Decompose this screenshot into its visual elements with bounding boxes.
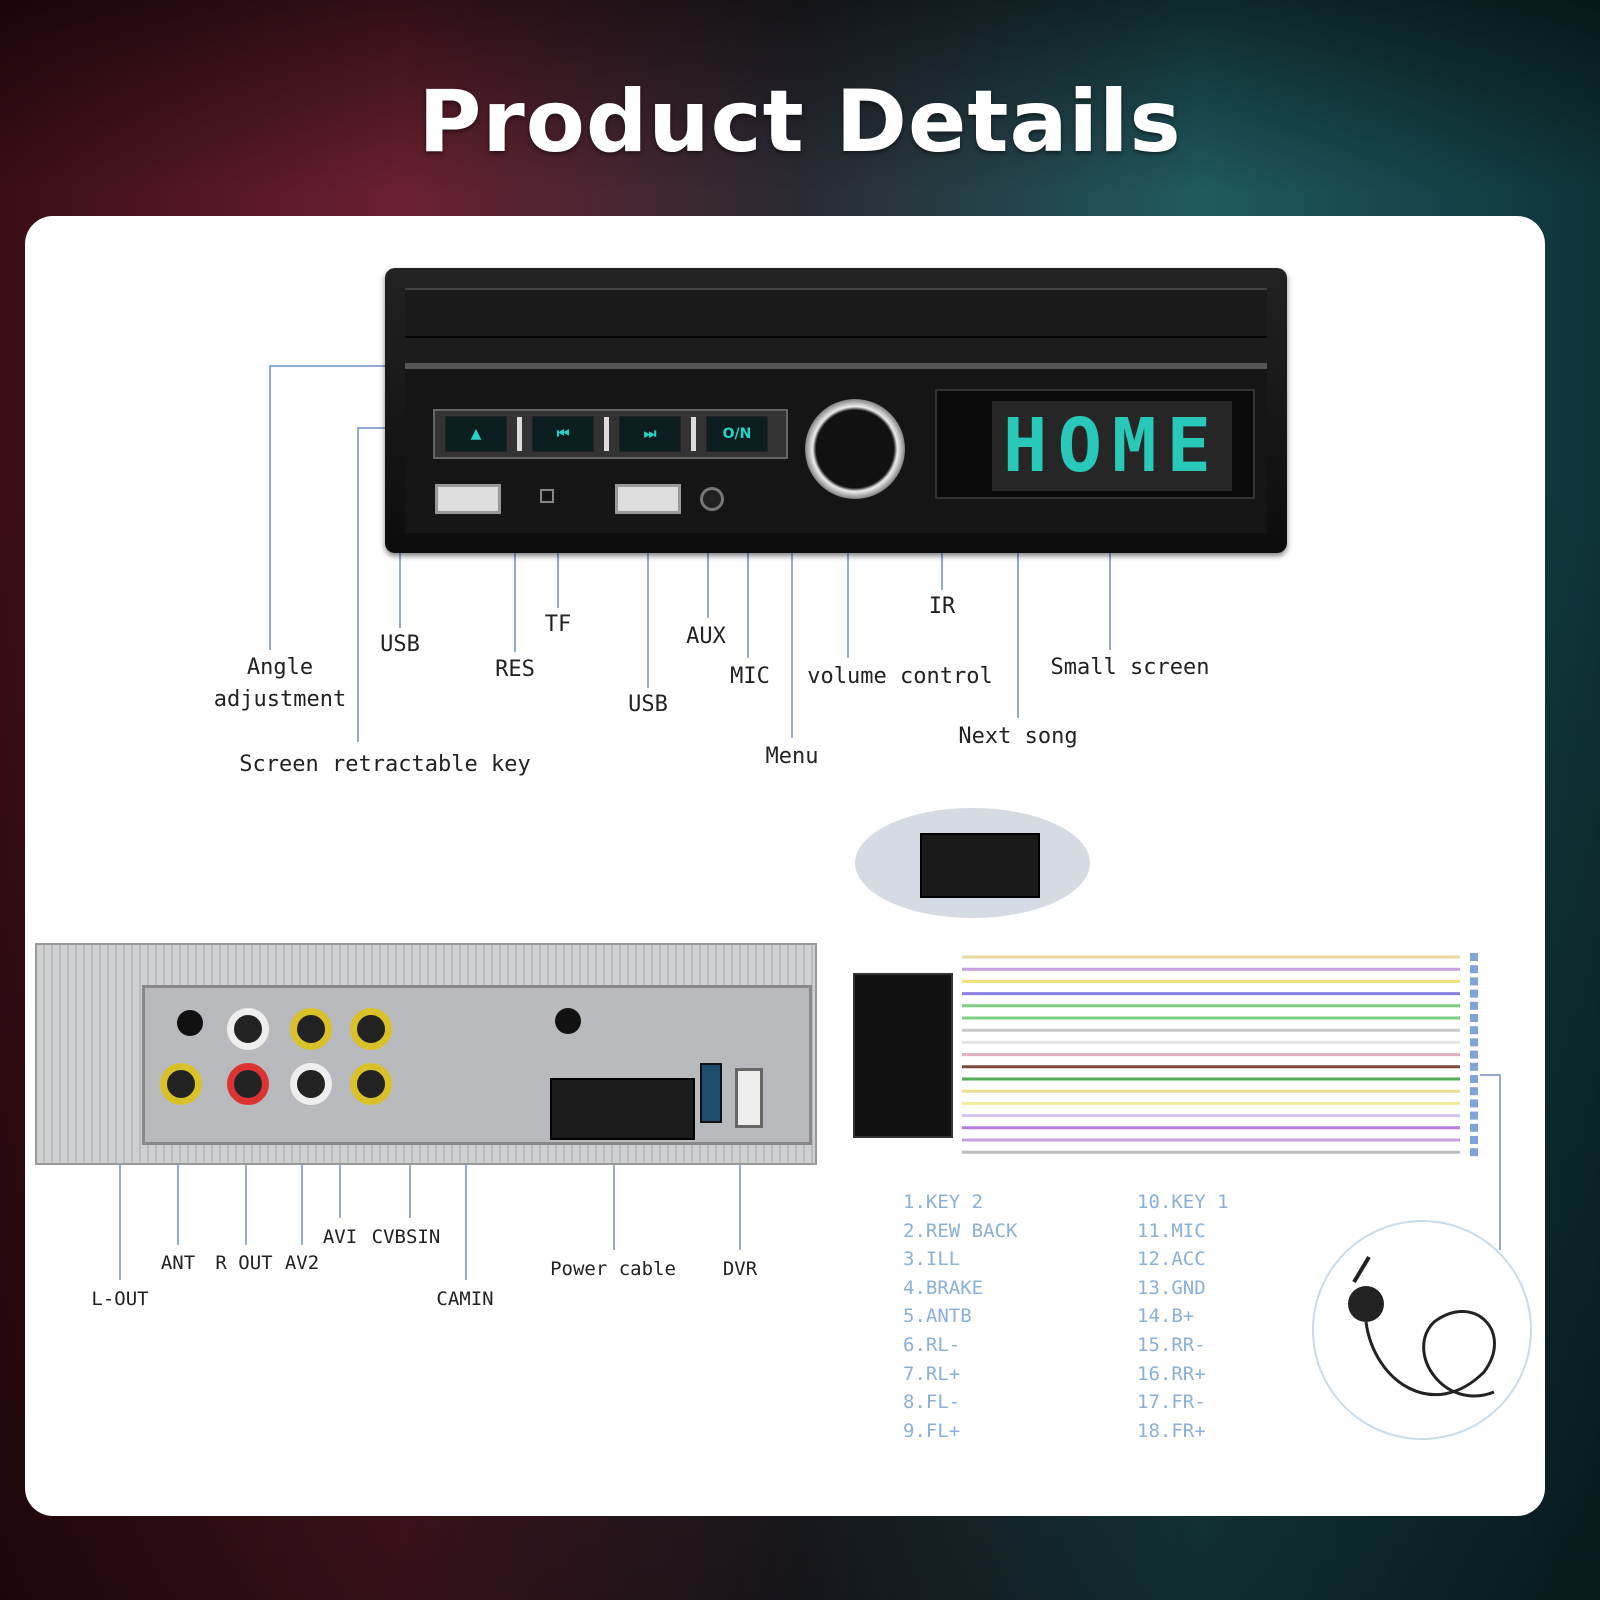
label-avi: AVI xyxy=(322,1226,358,1248)
dvr-usb-port[interactable] xyxy=(735,1068,763,1128)
label-usb: USB xyxy=(380,632,420,657)
page-title: Product Details xyxy=(418,72,1182,172)
fuse xyxy=(700,1063,722,1123)
wire-terminal xyxy=(1470,1001,1478,1010)
wire-terminal xyxy=(1470,1111,1478,1120)
harness-plug xyxy=(920,833,1040,898)
wire-terminal xyxy=(1470,1123,1478,1132)
pin-label: 2.REW BACK xyxy=(903,1219,1018,1242)
pin-label: 4.BRAKE xyxy=(903,1276,984,1299)
rear-connector-area xyxy=(142,985,812,1145)
label-camin: CAMIN xyxy=(436,1288,494,1310)
label-l-out: L-OUT xyxy=(91,1288,149,1310)
pin-label: 17.FR- xyxy=(1137,1391,1206,1414)
harness-connector xyxy=(853,973,953,1138)
avi-jack[interactable] xyxy=(290,1008,332,1050)
wire-terminal xyxy=(1470,1026,1478,1035)
power-cable-socket[interactable] xyxy=(550,1078,695,1140)
label-ir: IR xyxy=(928,594,956,619)
pin-label: 18.FR+ xyxy=(1137,1419,1206,1442)
wire-terminal xyxy=(1470,1136,1478,1144)
label-angle-adjustment: Angle adjustment xyxy=(213,655,347,712)
r-out-jack[interactable] xyxy=(227,1063,269,1105)
label-screen-retractable-key: Screen retractable key xyxy=(239,752,531,777)
pin-label: 1.KEY 2 xyxy=(903,1191,984,1213)
retractable-screen-flap xyxy=(405,288,1267,338)
label-next-song: Next song xyxy=(958,724,1078,749)
label-aux: AUX xyxy=(686,624,726,649)
label-volume-control: volume control xyxy=(807,664,993,689)
pin-label: 13.GND xyxy=(1137,1276,1206,1299)
pin-label: 10.KEY 1 xyxy=(1137,1191,1229,1213)
display-text: HOME xyxy=(992,401,1232,491)
av2-jack[interactable] xyxy=(290,1063,332,1105)
label-ant: ANT xyxy=(160,1252,196,1274)
pin-label: 11.MIC xyxy=(1137,1219,1206,1242)
pin-label: 16.RR+ xyxy=(1137,1362,1206,1385)
ant-jack[interactable] xyxy=(160,1063,202,1105)
rear-panel xyxy=(35,943,817,1165)
microphone-callout xyxy=(1312,1220,1532,1440)
wire-terminal xyxy=(1470,989,1478,998)
wire-terminal xyxy=(1470,1050,1478,1059)
label-menu: Menu xyxy=(765,744,819,769)
pin-label: 15.RR- xyxy=(1137,1334,1206,1356)
label-dvr: DVR xyxy=(722,1258,758,1280)
button-bar: ▲ ⏮ ⏭ O/N xyxy=(433,409,788,459)
wire-terminal xyxy=(1470,1148,1478,1157)
wire-terminal xyxy=(1470,1014,1478,1022)
front-panel: ▲ ⏮ ⏭ O/N HOME xyxy=(405,363,1267,533)
pin-label: 9.FL+ xyxy=(903,1419,961,1442)
usb-port-2[interactable] xyxy=(615,484,681,514)
label-power-cable: Power cable xyxy=(550,1258,676,1280)
wire-terminal xyxy=(1470,1038,1478,1047)
wire-terminal xyxy=(1470,1062,1478,1071)
pin-label: 5.ANTB xyxy=(903,1305,972,1328)
cvbsin-jack[interactable] xyxy=(350,1063,392,1105)
label-r-out: R OUT xyxy=(215,1252,273,1274)
connector-callout xyxy=(855,808,1090,918)
eject-button[interactable]: ▲ xyxy=(445,416,507,452)
volume-knob[interactable] xyxy=(805,399,905,499)
prev-button[interactable]: ⏮ xyxy=(532,416,594,452)
tf-slot[interactable] xyxy=(540,489,554,503)
label-small-screen: Small screen xyxy=(1050,655,1210,680)
small-screen: HOME xyxy=(935,389,1255,499)
l-out-jack[interactable] xyxy=(227,1008,269,1050)
microphone-icon xyxy=(1348,1255,1496,1398)
power-button[interactable]: O/N xyxy=(706,416,768,452)
pin-label: 12.ACC xyxy=(1137,1248,1206,1271)
usb-port[interactable] xyxy=(435,484,501,514)
head-unit: ▲ ⏮ ⏭ O/N HOME xyxy=(385,268,1287,553)
pin-label: 8.FL- xyxy=(903,1391,961,1414)
wire-terminal xyxy=(1470,953,1478,961)
avi-jack-2[interactable] xyxy=(350,1008,392,1050)
wire-terminal xyxy=(1470,977,1478,986)
wire-terminal xyxy=(1470,1099,1478,1108)
label-tf: TF xyxy=(544,612,572,637)
wire-terminal xyxy=(1470,965,1478,974)
label-cvbsin: CVBSIN xyxy=(371,1226,441,1248)
label-res: RES xyxy=(495,657,535,682)
pin-label: 14.B+ xyxy=(1137,1305,1195,1328)
label-mic: MIC xyxy=(730,664,770,689)
label-usb-2: USB xyxy=(628,692,668,717)
label-av2: AV2 xyxy=(284,1252,320,1274)
wire-terminal xyxy=(1470,1087,1478,1096)
aux-jack[interactable] xyxy=(700,487,724,511)
wire-terminal xyxy=(1470,1075,1478,1083)
pin-label: 6.RL- xyxy=(903,1334,961,1356)
pin-label: 3.ILL xyxy=(903,1248,961,1271)
pin-label: 7.RL+ xyxy=(903,1362,961,1385)
next-button[interactable]: ⏭ xyxy=(619,416,681,452)
